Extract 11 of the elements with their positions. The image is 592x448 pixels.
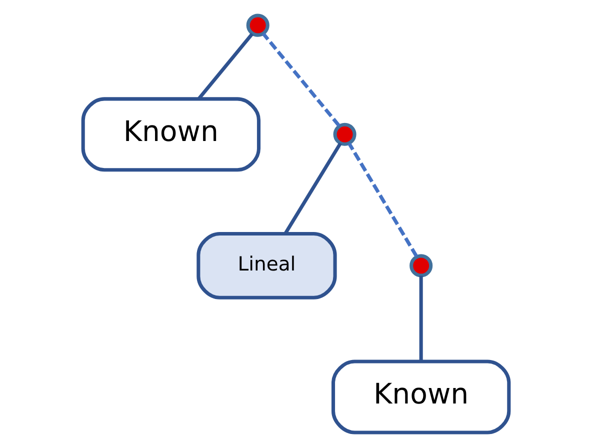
node-circle bbox=[246, 14, 270, 37]
node-box: Known bbox=[331, 360, 511, 434]
node-circle bbox=[333, 122, 356, 146]
node-box: Known bbox=[81, 97, 261, 172]
connector bbox=[419, 276, 423, 361]
connector bbox=[262, 32, 340, 127]
connector bbox=[348, 142, 418, 258]
node-circle bbox=[410, 254, 433, 278]
connector bbox=[284, 142, 342, 235]
connector bbox=[198, 32, 254, 100]
node-box: Lineal bbox=[196, 232, 337, 300]
